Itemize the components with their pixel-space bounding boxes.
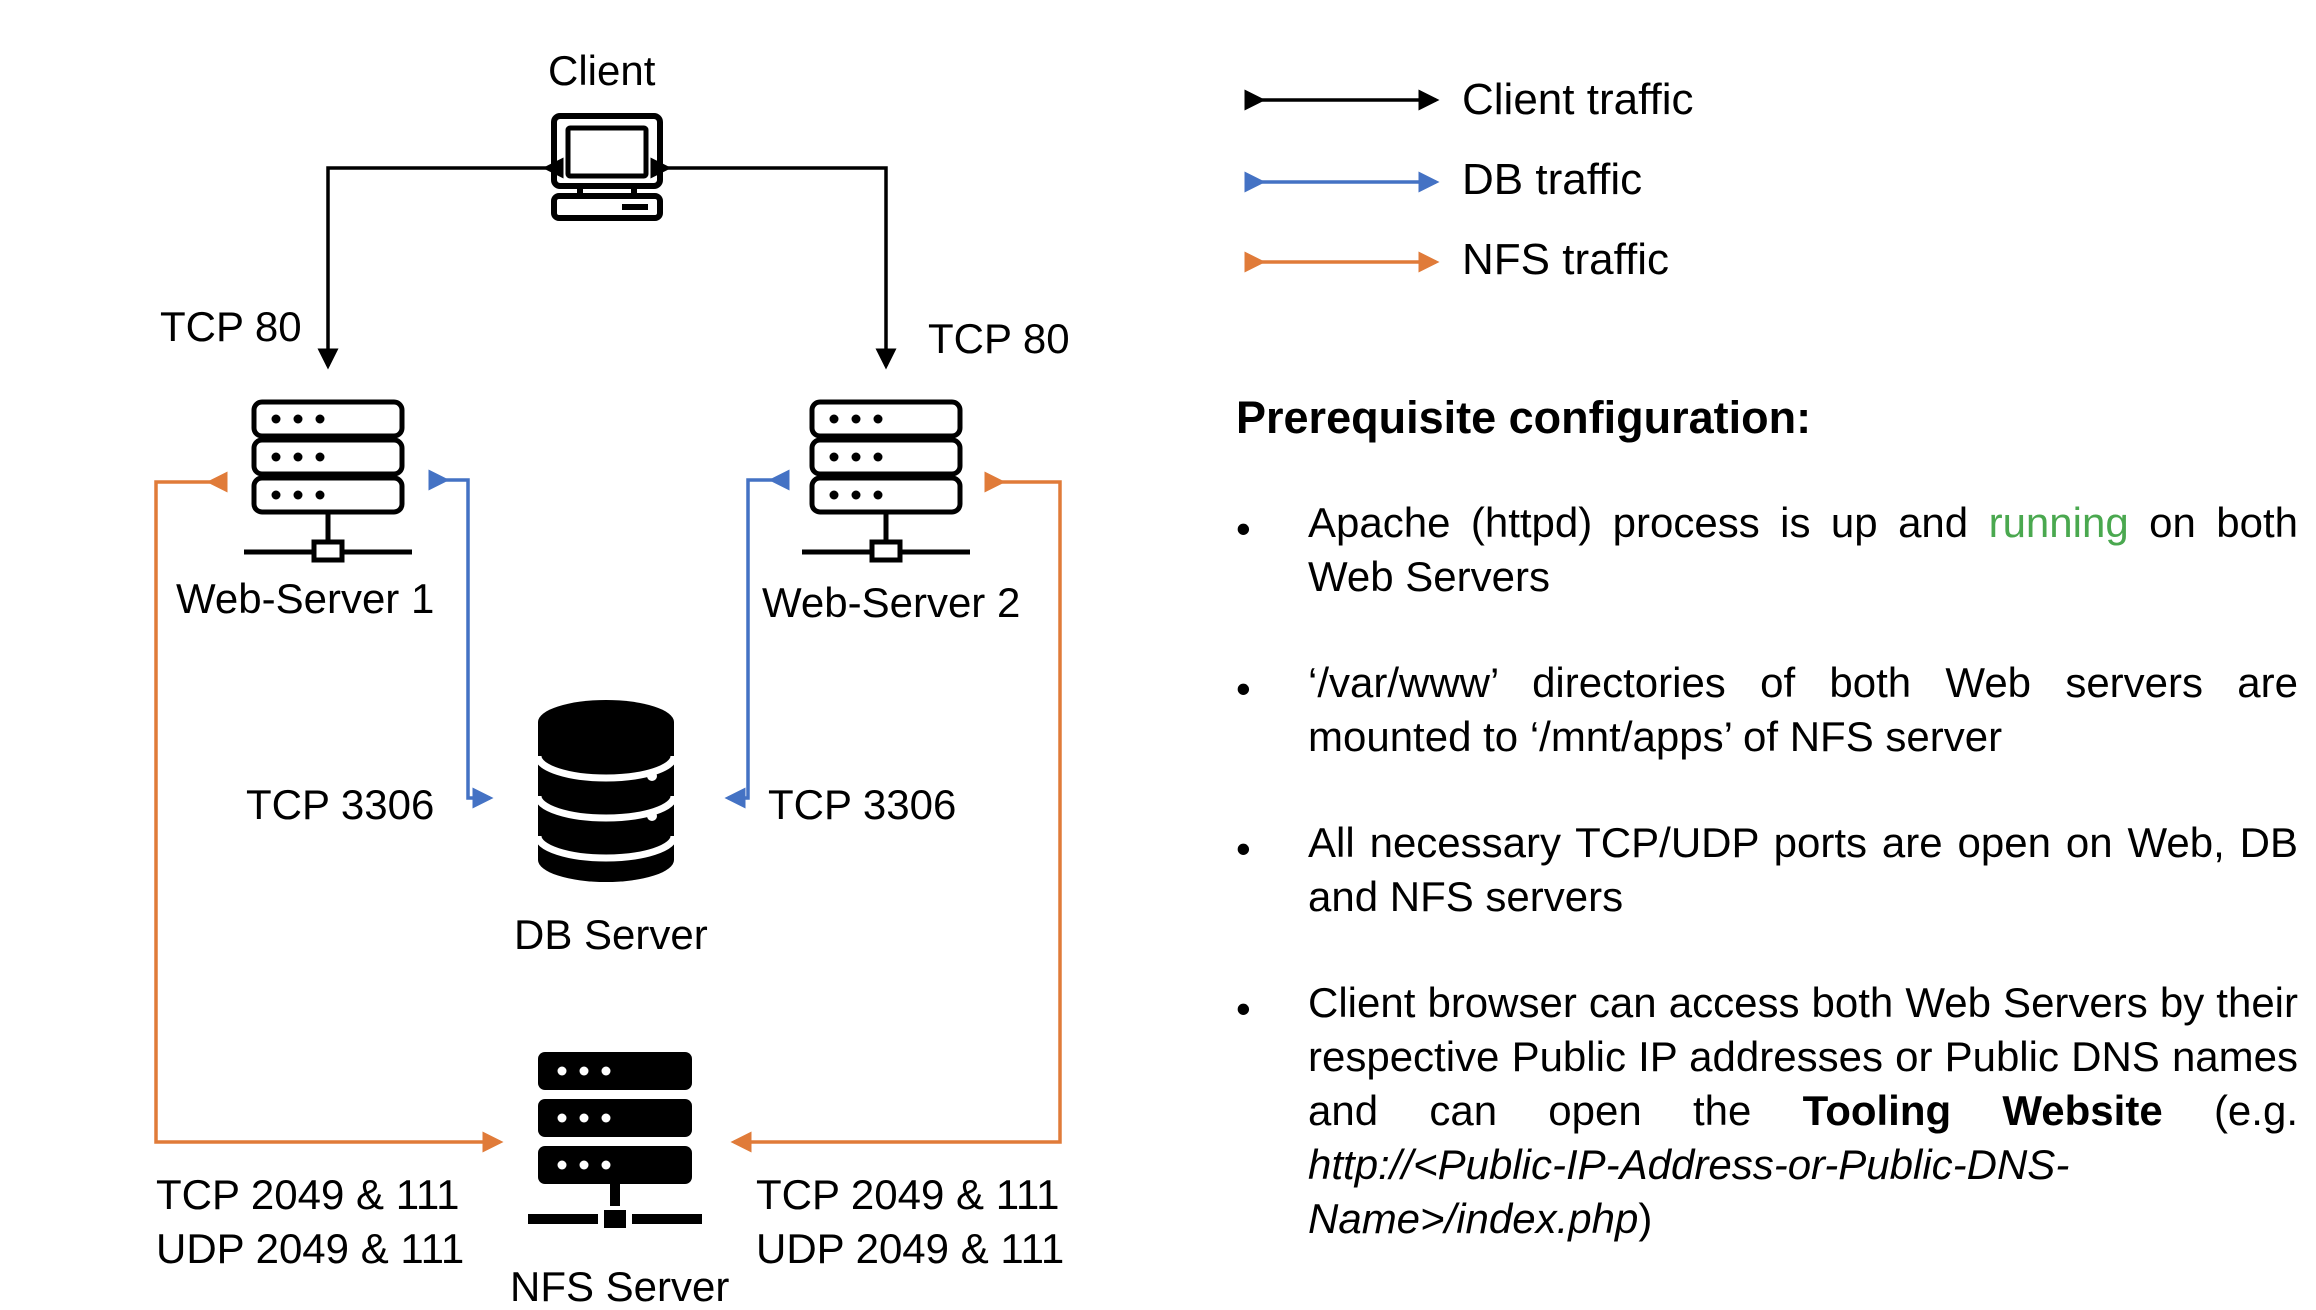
client-traffic-arrow-right — [650, 157, 897, 370]
prereq-item-4-text-b: (e.g. — [2162, 1087, 2298, 1134]
database-icon — [534, 700, 678, 882]
web-server-2-icon — [802, 399, 970, 563]
bullet-1-marker: • — [1236, 505, 1251, 552]
tcp3306-right-label: TCP 3306 — [768, 781, 957, 828]
prereq-item-3: All necessary TCP/UDP ports are open on … — [1308, 819, 2298, 920]
prereq-item-1-highlight: running — [1988, 499, 2129, 546]
db-server-label: DB Server — [514, 911, 708, 958]
nfs-traffic-arrow-left — [154, 471, 504, 1153]
example-url-text: http://<Public-IP-Address-or-Public-DNS-… — [1308, 1141, 2070, 1242]
bullet-3-marker: • — [1236, 825, 1251, 872]
prereq-item-1: Apache (httpd) process is up and running… — [1308, 496, 2298, 604]
nfs-ports-right-udp: UDP 2049 & 111 — [756, 1225, 1065, 1272]
client-computer-icon — [551, 113, 663, 221]
prereq-item-1-text-a: Apache (httpd) process is up and — [1308, 499, 1989, 546]
prereq-item-1-text-b: on both Web Servers — [1308, 499, 2298, 600]
bullet-4-marker: • — [1236, 985, 1251, 1032]
db-traffic-arrow-right — [724, 469, 790, 809]
legend-client-label: Client traffic — [1462, 75, 1694, 124]
prereq-item-4-text-c: ) — [1638, 1195, 1653, 1242]
tcp80-left-label: TCP 80 — [160, 303, 302, 350]
web-server-1-label: Web-Server 1 — [176, 575, 435, 622]
nfs-server-label: NFS Server — [510, 1263, 730, 1310]
legend-nfs-label: NFS traffic — [1462, 235, 1670, 284]
bullet-2-marker: • — [1236, 665, 1251, 712]
client-traffic-arrow-left — [317, 157, 564, 370]
tooling-website-text: Tooling Website — [1802, 1087, 2163, 1134]
prereq-item-4: Client browser can access both Web Serve… — [1308, 976, 2298, 1246]
db-traffic-arrow-left — [428, 469, 494, 809]
nfs-ports-right-tcp: TCP 2049 & 111 — [756, 1171, 1060, 1218]
prereq-item-2: ‘/var/www’ directories of both Web serve… — [1308, 659, 2298, 760]
nfs-ports-left-tcp: TCP 2049 & 111 — [156, 1171, 460, 1218]
client-label: Client — [548, 47, 656, 94]
nfs-traffic-arrow-right — [730, 471, 1062, 1153]
web-server-1-icon — [244, 399, 412, 563]
web-server-2-label: Web-Server 2 — [762, 579, 1021, 626]
prerequisite-heading: Prerequisite configuration: — [1236, 392, 1812, 443]
tcp80-right-label: TCP 80 — [928, 315, 1070, 362]
nfs-server-icon — [528, 1052, 702, 1228]
tcp3306-left-label: TCP 3306 — [246, 781, 435, 828]
nfs-ports-left-udp: UDP 2049 & 111 — [156, 1225, 465, 1272]
legend-db-label: DB traffic — [1462, 155, 1643, 204]
prereq-item-4-text-a: Client browser can access both Web Serve… — [1308, 979, 2298, 1134]
